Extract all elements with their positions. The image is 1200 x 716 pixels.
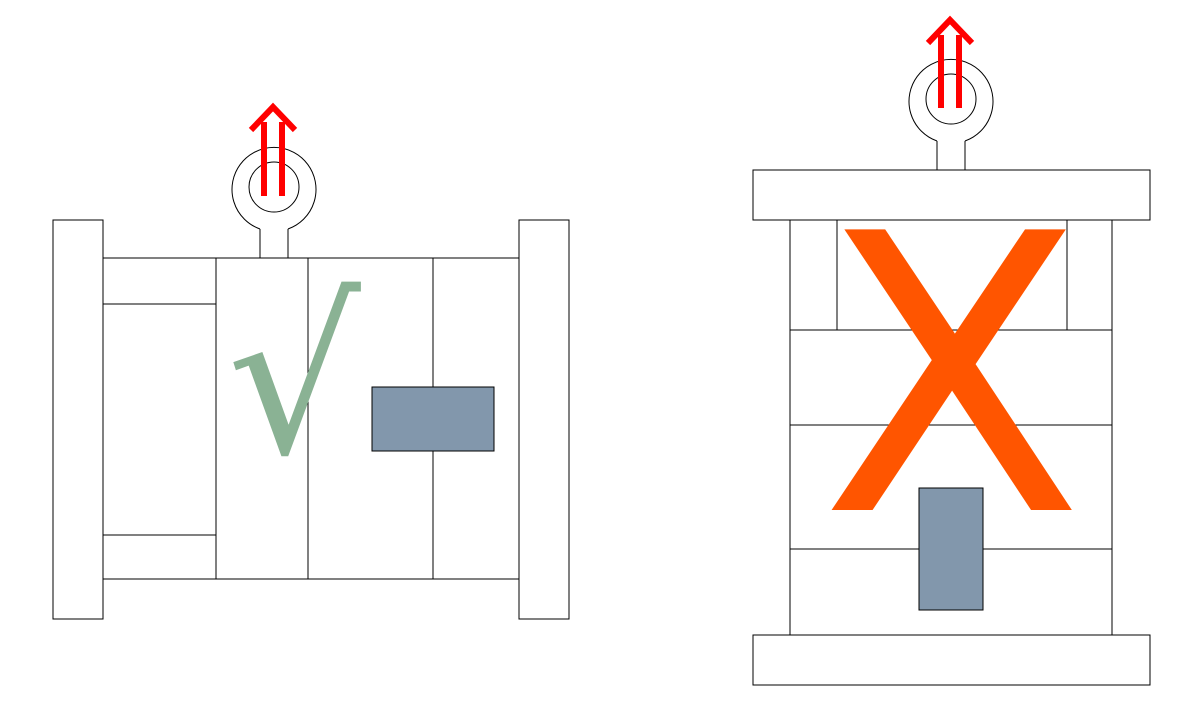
eye-bolt-inner-ring <box>248 161 300 213</box>
lifting-eye-bolt <box>908 58 994 170</box>
eye-bolt-inner-ring <box>925 73 977 125</box>
eye-bolt-outer-ring <box>908 58 994 142</box>
correct-mark: √ <box>227 257 361 502</box>
vertical-mold-assembly: X <box>752 15 1151 686</box>
right-clamp-plate <box>518 219 570 620</box>
left-clamp-plate <box>52 219 104 620</box>
lift-direction-arrow <box>925 15 975 108</box>
bottom-clamp-plate <box>752 634 1151 686</box>
eye-bolt-outer-ring <box>231 146 317 230</box>
molded-part-block <box>918 487 984 611</box>
horizontal-mold-assembly: √ <box>52 102 570 620</box>
arrow-head <box>248 102 298 133</box>
molded-part-block <box>371 386 495 452</box>
lifting-eye-bolt <box>231 146 317 258</box>
arrow-head <box>925 15 975 46</box>
lift-direction-arrow <box>248 102 298 196</box>
